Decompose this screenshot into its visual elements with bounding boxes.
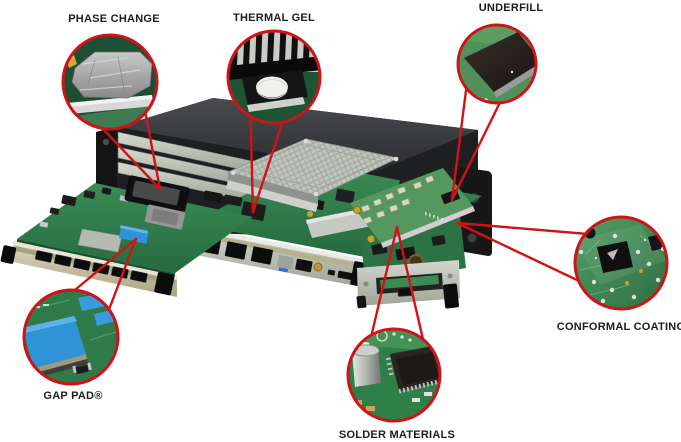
- capacitor: [352, 348, 381, 387]
- callout-circle-thermal-gel: [226, 29, 322, 125]
- sma-connector: [313, 262, 323, 272]
- ejector-handle: [0, 245, 17, 264]
- callout-label-phase-change: PHASE CHANGE: [68, 13, 160, 25]
- pointer-conformal-coating: [455, 221, 602, 292]
- sfp-cage-shield: [77, 228, 123, 253]
- mezzanine-board: [350, 168, 475, 248]
- coated-chip: [597, 241, 633, 273]
- right-plugin-card: [350, 168, 475, 309]
- ejector-handle: [154, 271, 175, 296]
- pointer-solder-materials: [366, 225, 427, 352]
- callout-circle-phase-change: [61, 33, 159, 131]
- sfp-cage: [277, 254, 294, 270]
- callout-label-conformal-coating: CONFORMAL COATING: [556, 321, 681, 333]
- thermal-gel-dot: [256, 76, 288, 98]
- underfill-chip: [464, 32, 536, 92]
- callout-circle-solder-materials: [346, 327, 442, 423]
- left-card-faceplate: [0, 241, 177, 297]
- callout-label-gap-pad: GAP PAD®: [43, 390, 103, 402]
- callout-label-solder-materials: SOLDER MATERIALS: [338, 429, 456, 441]
- ejector-handle: [442, 283, 460, 309]
- callout-circle-gap-pad: [22, 288, 120, 386]
- chassis-top-panel: [117, 98, 478, 172]
- callout-label-thermal-gel: THERMAL GEL: [233, 12, 315, 24]
- left-plugin-card: [0, 175, 253, 297]
- qsfp-port: [224, 241, 247, 260]
- callout-label-underfill: UNDERFILL: [478, 2, 544, 14]
- callout-circle-conformal-coating: [573, 215, 669, 311]
- heatsink-cover-plate: [226, 138, 400, 212]
- left-card-components: [39, 175, 190, 253]
- callout-circle-underfill: [456, 23, 538, 105]
- qsfp-port: [250, 246, 273, 265]
- right-card-faceplate: [356, 260, 460, 309]
